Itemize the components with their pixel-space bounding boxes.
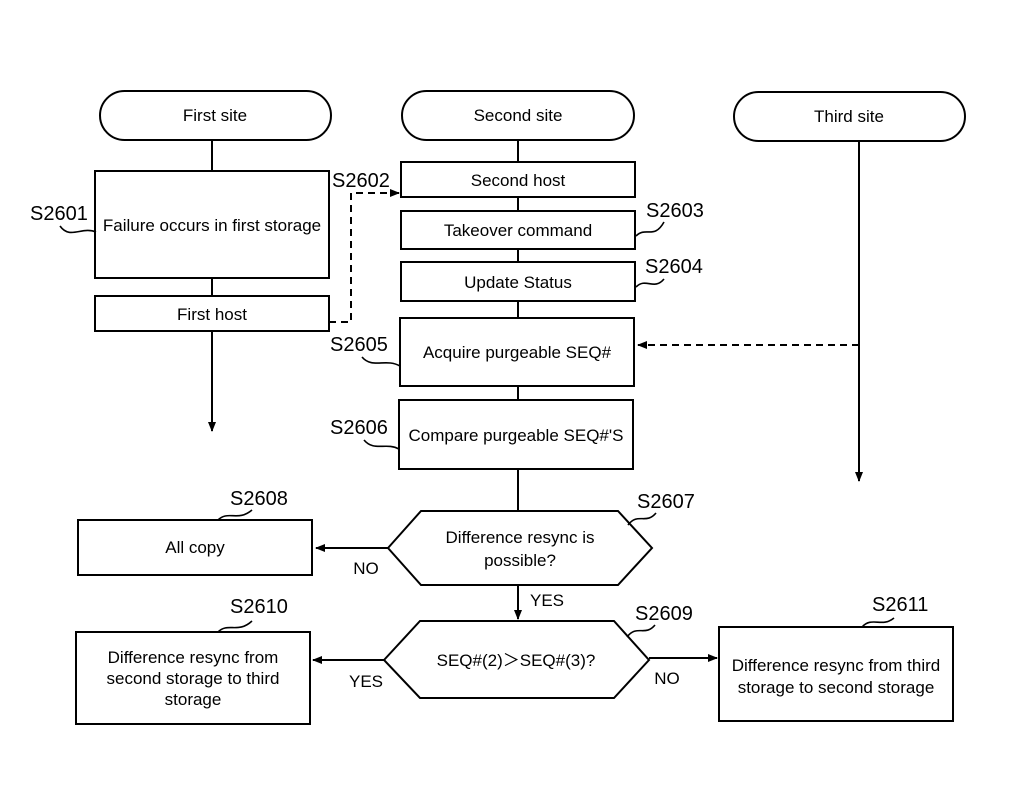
- leader-line: [361, 356, 401, 367]
- step-s2611: S2611: [872, 594, 928, 616]
- resync-2-to-3-line2: second storage to third: [107, 669, 280, 688]
- step-s2605: S2605: [330, 334, 388, 356]
- lane-third-site-label: Third site: [814, 107, 884, 126]
- update-status-label: Update Status: [464, 273, 572, 292]
- step-s2609: S2609: [635, 603, 693, 625]
- second-host-label: Second host: [471, 171, 566, 190]
- resync-3-to-2-box: [718, 626, 954, 722]
- decision-resync-line1: Difference resync is: [446, 528, 595, 547]
- acquire-box: [399, 317, 635, 387]
- resync-3-to-2-line1: Difference resync from third: [732, 656, 940, 675]
- first-host-label: First host: [177, 305, 247, 324]
- leader-line: [635, 221, 665, 237]
- lane-first-site-label: First site: [183, 106, 247, 125]
- takeover-box: [400, 210, 636, 250]
- no-right-label: NO: [654, 669, 680, 688]
- lane-third-site: [733, 91, 966, 142]
- decision-seq-label: SEQ#(2)＞SEQ#(3)?: [437, 651, 596, 670]
- takeover-label: Takeover command: [444, 221, 592, 240]
- step-s2604: S2604: [645, 256, 703, 278]
- step-s2601: S2601: [30, 203, 88, 225]
- no-branch-label: NO: [353, 559, 379, 578]
- compare-label: Compare purgeable SEQ#'S: [409, 426, 624, 445]
- decision-resync-possible: [386, 510, 654, 586]
- failure-box: [94, 170, 330, 279]
- host-notify-arrow: [329, 189, 400, 323]
- step-s2603: S2603: [646, 200, 704, 222]
- lane-first-site: [99, 90, 332, 141]
- step-s2602: S2602: [332, 170, 390, 192]
- resync-3-to-2-line2: storage to second storage: [738, 678, 935, 697]
- leader-line: [59, 225, 97, 234]
- resync-2-to-3-box: [75, 631, 311, 725]
- leader-line: [363, 439, 400, 450]
- leader-line: [217, 620, 253, 633]
- leader-line: [635, 278, 665, 288]
- step-s2606: S2606: [330, 417, 388, 439]
- resync-2-to-3-line3: storage: [165, 690, 222, 709]
- step-s2610: S2610: [230, 596, 288, 618]
- leader-line: [861, 617, 895, 628]
- second-host-box: [400, 161, 636, 198]
- all-copy-box: [77, 519, 313, 576]
- acquire-label: Acquire purgeable SEQ#: [423, 343, 612, 362]
- resync-2-to-3-line1: Difference resync from: [108, 648, 279, 667]
- failure-label: Failure occurs in first storage: [103, 216, 321, 235]
- yes-left-label: YES: [349, 672, 383, 691]
- first-host-box: [94, 295, 330, 332]
- decision-resync-line2: possible?: [484, 551, 556, 570]
- compare-box: [398, 399, 634, 470]
- decision-seq-compare: [382, 620, 651, 699]
- lane-second-site-label: Second site: [474, 106, 563, 125]
- yes-branch-label: YES: [530, 591, 564, 610]
- all-copy-label: All copy: [165, 538, 225, 557]
- leader-line: [627, 512, 657, 526]
- step-s2608: S2608: [230, 488, 288, 510]
- step-s2607: S2607: [637, 491, 695, 513]
- leader-line: [217, 509, 253, 521]
- leader-line: [626, 624, 656, 638]
